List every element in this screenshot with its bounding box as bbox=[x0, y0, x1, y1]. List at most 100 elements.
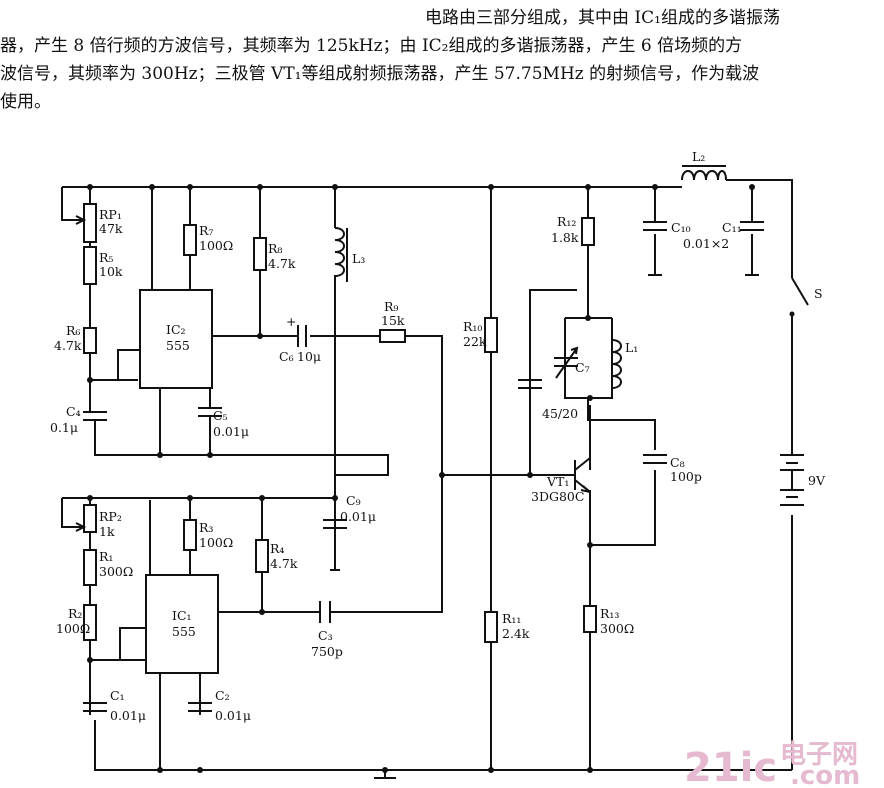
r13-label: R₁₃ bbox=[600, 606, 619, 621]
wires bbox=[61, 179, 793, 779]
r12-label: R₁₂ bbox=[557, 214, 576, 229]
rp1-body bbox=[83, 203, 97, 243]
c3-symbol bbox=[319, 601, 331, 623]
inductors bbox=[334, 165, 727, 389]
rp1-value: 47k bbox=[99, 221, 123, 236]
c4-symbol bbox=[83, 411, 107, 440]
r9-label: R₉ bbox=[384, 299, 398, 314]
r10-value: 22k bbox=[463, 334, 487, 349]
r9-body bbox=[379, 329, 406, 343]
r2-label: R₂ bbox=[68, 606, 82, 621]
r2-value: 100Ω bbox=[56, 621, 90, 636]
power-switch[interactable] bbox=[789, 277, 809, 317]
ic1-label: IC₁ bbox=[172, 608, 192, 623]
c10-c11-value: 0.01×2 bbox=[683, 236, 729, 251]
r5-body bbox=[83, 246, 97, 285]
r12-value: 1.8k bbox=[551, 230, 579, 245]
c2-label: C₂ bbox=[215, 688, 230, 703]
c10-symbol bbox=[643, 221, 667, 231]
ic2-type: 555 bbox=[166, 338, 190, 353]
r6-label: R₆ bbox=[66, 323, 80, 338]
c11-symbol bbox=[740, 221, 764, 231]
c9-value: 0.01μ bbox=[340, 509, 376, 524]
ic1-body bbox=[145, 574, 219, 674]
r11-label: R₁₁ bbox=[502, 611, 521, 626]
r8-value: 4.7k bbox=[268, 256, 296, 271]
r11-value: 2.4k bbox=[502, 626, 530, 641]
r3-body bbox=[183, 519, 197, 551]
r7-body bbox=[183, 224, 197, 256]
watermark-logo: 21ic bbox=[684, 745, 777, 788]
svg-text:+: + bbox=[286, 314, 296, 329]
r4-body bbox=[255, 539, 269, 573]
l3-label: L₃ bbox=[352, 251, 365, 266]
resistors bbox=[62, 203, 597, 643]
r3-value: 100Ω bbox=[199, 535, 233, 550]
c8-symbol bbox=[643, 454, 667, 464]
r1-label: R₁ bbox=[99, 549, 113, 564]
r1-body bbox=[83, 549, 97, 586]
l3-coil bbox=[334, 227, 345, 282]
vt1-type: 3DG80C bbox=[531, 489, 584, 504]
rp2-value: 1k bbox=[99, 524, 115, 539]
r2-body bbox=[83, 604, 97, 641]
l1-label: L₁ bbox=[625, 340, 638, 355]
c7-label: C₇ bbox=[575, 360, 590, 375]
paragraph-line-1: 电路由三部分组成，其中由 IC₁组成的多谐振荡 bbox=[425, 8, 780, 28]
battery bbox=[780, 454, 804, 506]
c8-label: C₈ bbox=[670, 455, 685, 470]
c5-symbol bbox=[198, 407, 222, 455]
c9-label: C₉ bbox=[346, 493, 361, 508]
r8-body bbox=[253, 237, 267, 271]
c4-value: 0.1μ bbox=[50, 420, 78, 435]
paragraph-line-3: 波信号，其频率为 300Hz；三极管 VT₁等组成射频振荡器，产生 57.75M… bbox=[0, 64, 760, 84]
c3-label: C₃ bbox=[318, 628, 333, 643]
r9-value: 15k bbox=[381, 313, 405, 328]
r13-value: 300Ω bbox=[600, 621, 634, 636]
c8-value: 100p bbox=[670, 469, 702, 484]
c1-symbol bbox=[83, 702, 107, 712]
c1-label: C₁ bbox=[110, 688, 125, 703]
watermark-cn: 电子网 bbox=[780, 740, 858, 770]
c5-label: C₅ bbox=[213, 408, 228, 423]
rp1-wiper bbox=[62, 215, 87, 225]
transistor-vt1 bbox=[574, 457, 591, 493]
rp2-wiper bbox=[62, 522, 87, 532]
vt1-label: VT₁ bbox=[546, 474, 569, 489]
r4-value: 4.7k bbox=[270, 556, 298, 571]
c7-symbol bbox=[554, 346, 579, 379]
paragraph-line-4: 使用。 bbox=[0, 92, 51, 112]
component-labels: RP₁ 47k R₅ 10k R₆ 4.7k C₄ 0.1μ IC₂ 555 R… bbox=[50, 149, 826, 723]
junction-dots bbox=[87, 184, 755, 773]
rp2-body bbox=[83, 504, 97, 533]
r7-value: 100Ω bbox=[199, 238, 233, 253]
r7-label: R₇ bbox=[199, 223, 213, 238]
l2-coil bbox=[681, 170, 727, 181]
r10-label: R₁₀ bbox=[463, 319, 482, 334]
paragraph-line-2: 器，产生 8 倍行频的方波信号，其频率为 125kHz；由 IC₂组成的多谐振荡… bbox=[0, 36, 743, 56]
ic1-type: 555 bbox=[172, 624, 196, 639]
rp1-label: RP₁ bbox=[99, 207, 122, 222]
r13-body bbox=[583, 605, 597, 633]
c11-label: C₁₁ bbox=[722, 220, 742, 235]
r11-body bbox=[484, 611, 498, 643]
ic2-body bbox=[139, 289, 213, 389]
c2-symbol bbox=[188, 702, 212, 712]
watermark: 21ic 电子网 .com bbox=[684, 740, 860, 788]
c2-value: 0.01μ bbox=[215, 708, 251, 723]
c5-value: 0.01μ bbox=[213, 424, 249, 439]
r8-label: R₈ bbox=[268, 241, 282, 256]
watermark-domain: .com bbox=[790, 761, 860, 788]
c4-label: C₄ bbox=[66, 404, 81, 419]
ic2-label: IC₂ bbox=[166, 322, 186, 337]
r5-label: R₅ bbox=[99, 250, 113, 265]
c10-label: C₁₀ bbox=[671, 220, 691, 235]
integrated-circuits bbox=[139, 289, 219, 674]
c3-value: 750p bbox=[311, 644, 343, 659]
rp2-label: RP₂ bbox=[99, 509, 122, 524]
r3-label: R₃ bbox=[199, 520, 213, 535]
r12-body bbox=[581, 217, 595, 246]
r1-value: 300Ω bbox=[99, 564, 133, 579]
c6-label: C₆ bbox=[279, 349, 294, 364]
